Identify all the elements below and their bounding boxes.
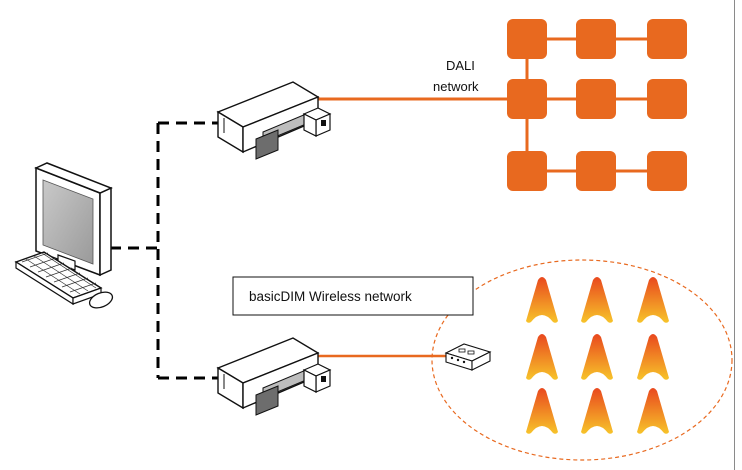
lamp-icon xyxy=(637,277,669,323)
lamp-icon xyxy=(581,277,613,323)
dali-node xyxy=(647,151,687,191)
mouse-icon xyxy=(88,291,114,309)
computer-icon xyxy=(34,162,113,277)
keyboard-icon xyxy=(14,251,103,306)
page-edge-line xyxy=(734,0,735,470)
dali-nodes xyxy=(507,19,687,191)
lamp-icon xyxy=(526,334,558,380)
dali-node xyxy=(507,151,547,191)
lamp-icon xyxy=(637,334,669,380)
wireless-label-box: basicDIM Wireless network xyxy=(232,276,474,316)
gateway-device-icon xyxy=(217,337,331,416)
gateway-device-icon xyxy=(217,81,331,160)
dali-node xyxy=(576,19,616,59)
dali-node xyxy=(507,79,547,119)
dali-node xyxy=(507,19,547,59)
dali-node xyxy=(576,79,616,119)
dali-node xyxy=(576,151,616,191)
ethernet-cabling xyxy=(110,121,222,380)
lamp-icon xyxy=(526,277,558,323)
dali-label-line2: network xyxy=(433,79,479,94)
lamp-icon xyxy=(526,388,558,434)
wireless-range-circle xyxy=(431,259,733,461)
wireless-module-icon xyxy=(444,343,492,371)
dali-node xyxy=(647,79,687,119)
dali-label-line1: DALI xyxy=(446,58,475,73)
wireless-label: basicDIM Wireless network xyxy=(249,289,412,304)
lamp-icon xyxy=(581,334,613,380)
lamp-icon xyxy=(637,388,669,434)
dali-node xyxy=(647,19,687,59)
lamp-icon xyxy=(581,388,613,434)
dali-network: DALI network xyxy=(312,19,687,191)
wireless-network xyxy=(431,259,733,461)
